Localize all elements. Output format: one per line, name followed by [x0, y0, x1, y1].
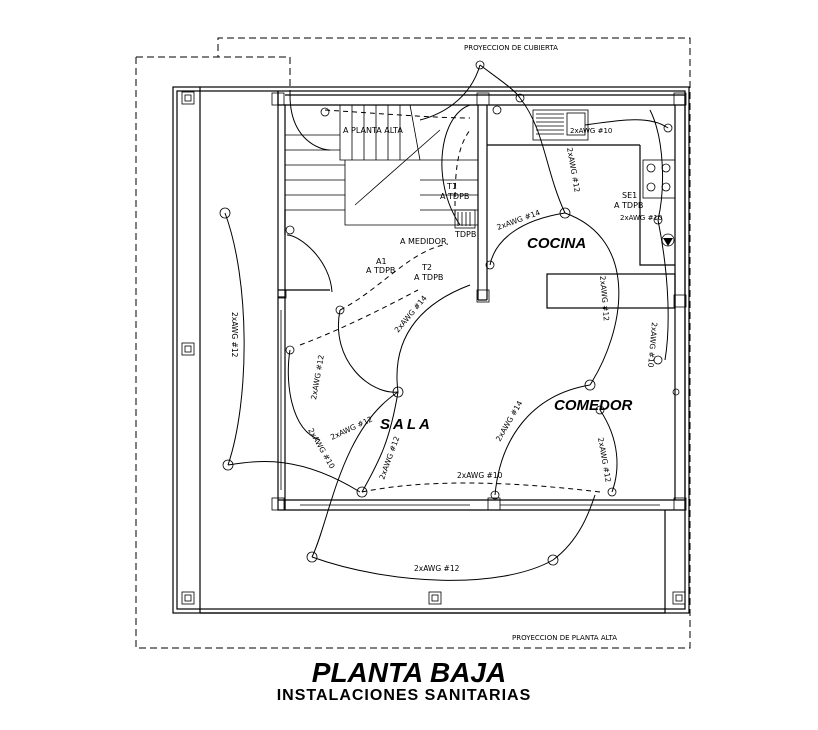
wire-label: 2xAWG #12 — [377, 435, 401, 481]
wire-label: 2xAWG #10 — [646, 322, 659, 368]
upper-floor-projection-label: PROYECCION DE PLANTA ALTA — [512, 634, 617, 642]
room-comedor: COMEDOR — [554, 397, 633, 414]
columns — [181, 91, 687, 605]
a-medidor-label: A MEDIDOR — [400, 237, 447, 246]
se1-tdpb-label: A TDPB — [614, 201, 643, 210]
wire-label: 2xAWG #12 — [230, 312, 239, 358]
stairs — [285, 104, 478, 226]
t2-label: T2 — [421, 263, 432, 272]
room-cocina: COCINA — [527, 235, 586, 252]
room-sala: SALA — [380, 416, 433, 433]
se1-awg-label: 2xAWG #10 — [620, 214, 662, 222]
drawing-title: PLANTA BAJA — [312, 657, 506, 688]
se1-label: SE1 — [622, 191, 637, 200]
wire-label: 2xAWG #14 — [494, 399, 525, 443]
roof-projection-label: PROYECCION DE CUBIERTA — [464, 44, 558, 52]
wire-label: 2xAWG #12 — [309, 354, 326, 400]
wire-label: 2xAWG #10 — [457, 471, 503, 480]
tdpb-label: TDPB — [454, 230, 476, 239]
a1-label: A1 — [376, 257, 387, 266]
wire-label: 2xAWG #12 — [565, 147, 582, 193]
wire-label: 2xAWG #12 — [596, 437, 613, 483]
walls — [172, 86, 690, 614]
door-swings — [286, 94, 471, 293]
a1-tdpb-label: A TDPB — [366, 266, 395, 275]
wiring-dashed — [299, 109, 601, 493]
wiring-solid — [224, 64, 669, 581]
kitchen-fixtures — [454, 109, 676, 247]
wire-label: 2xAWG #12 — [598, 275, 611, 321]
t1-tdpb-label: A TDPB — [440, 192, 469, 201]
wire-label: 2xAWG #12 — [329, 414, 374, 441]
t1-label: T1 — [446, 182, 457, 191]
drawing-subtitle: INSTALACIONES SANITARIAS — [277, 687, 532, 704]
fixtures — [219, 60, 680, 566]
t2-tdpb-label: A TDPB — [414, 273, 443, 282]
wire-label: 2xAWG #12 — [414, 564, 460, 573]
projection-outlines — [135, 37, 691, 649]
sink-awg-label: 2xAWG #10 — [570, 127, 612, 135]
a-planta-alta-label: A PLANTA ALTA — [343, 126, 403, 135]
